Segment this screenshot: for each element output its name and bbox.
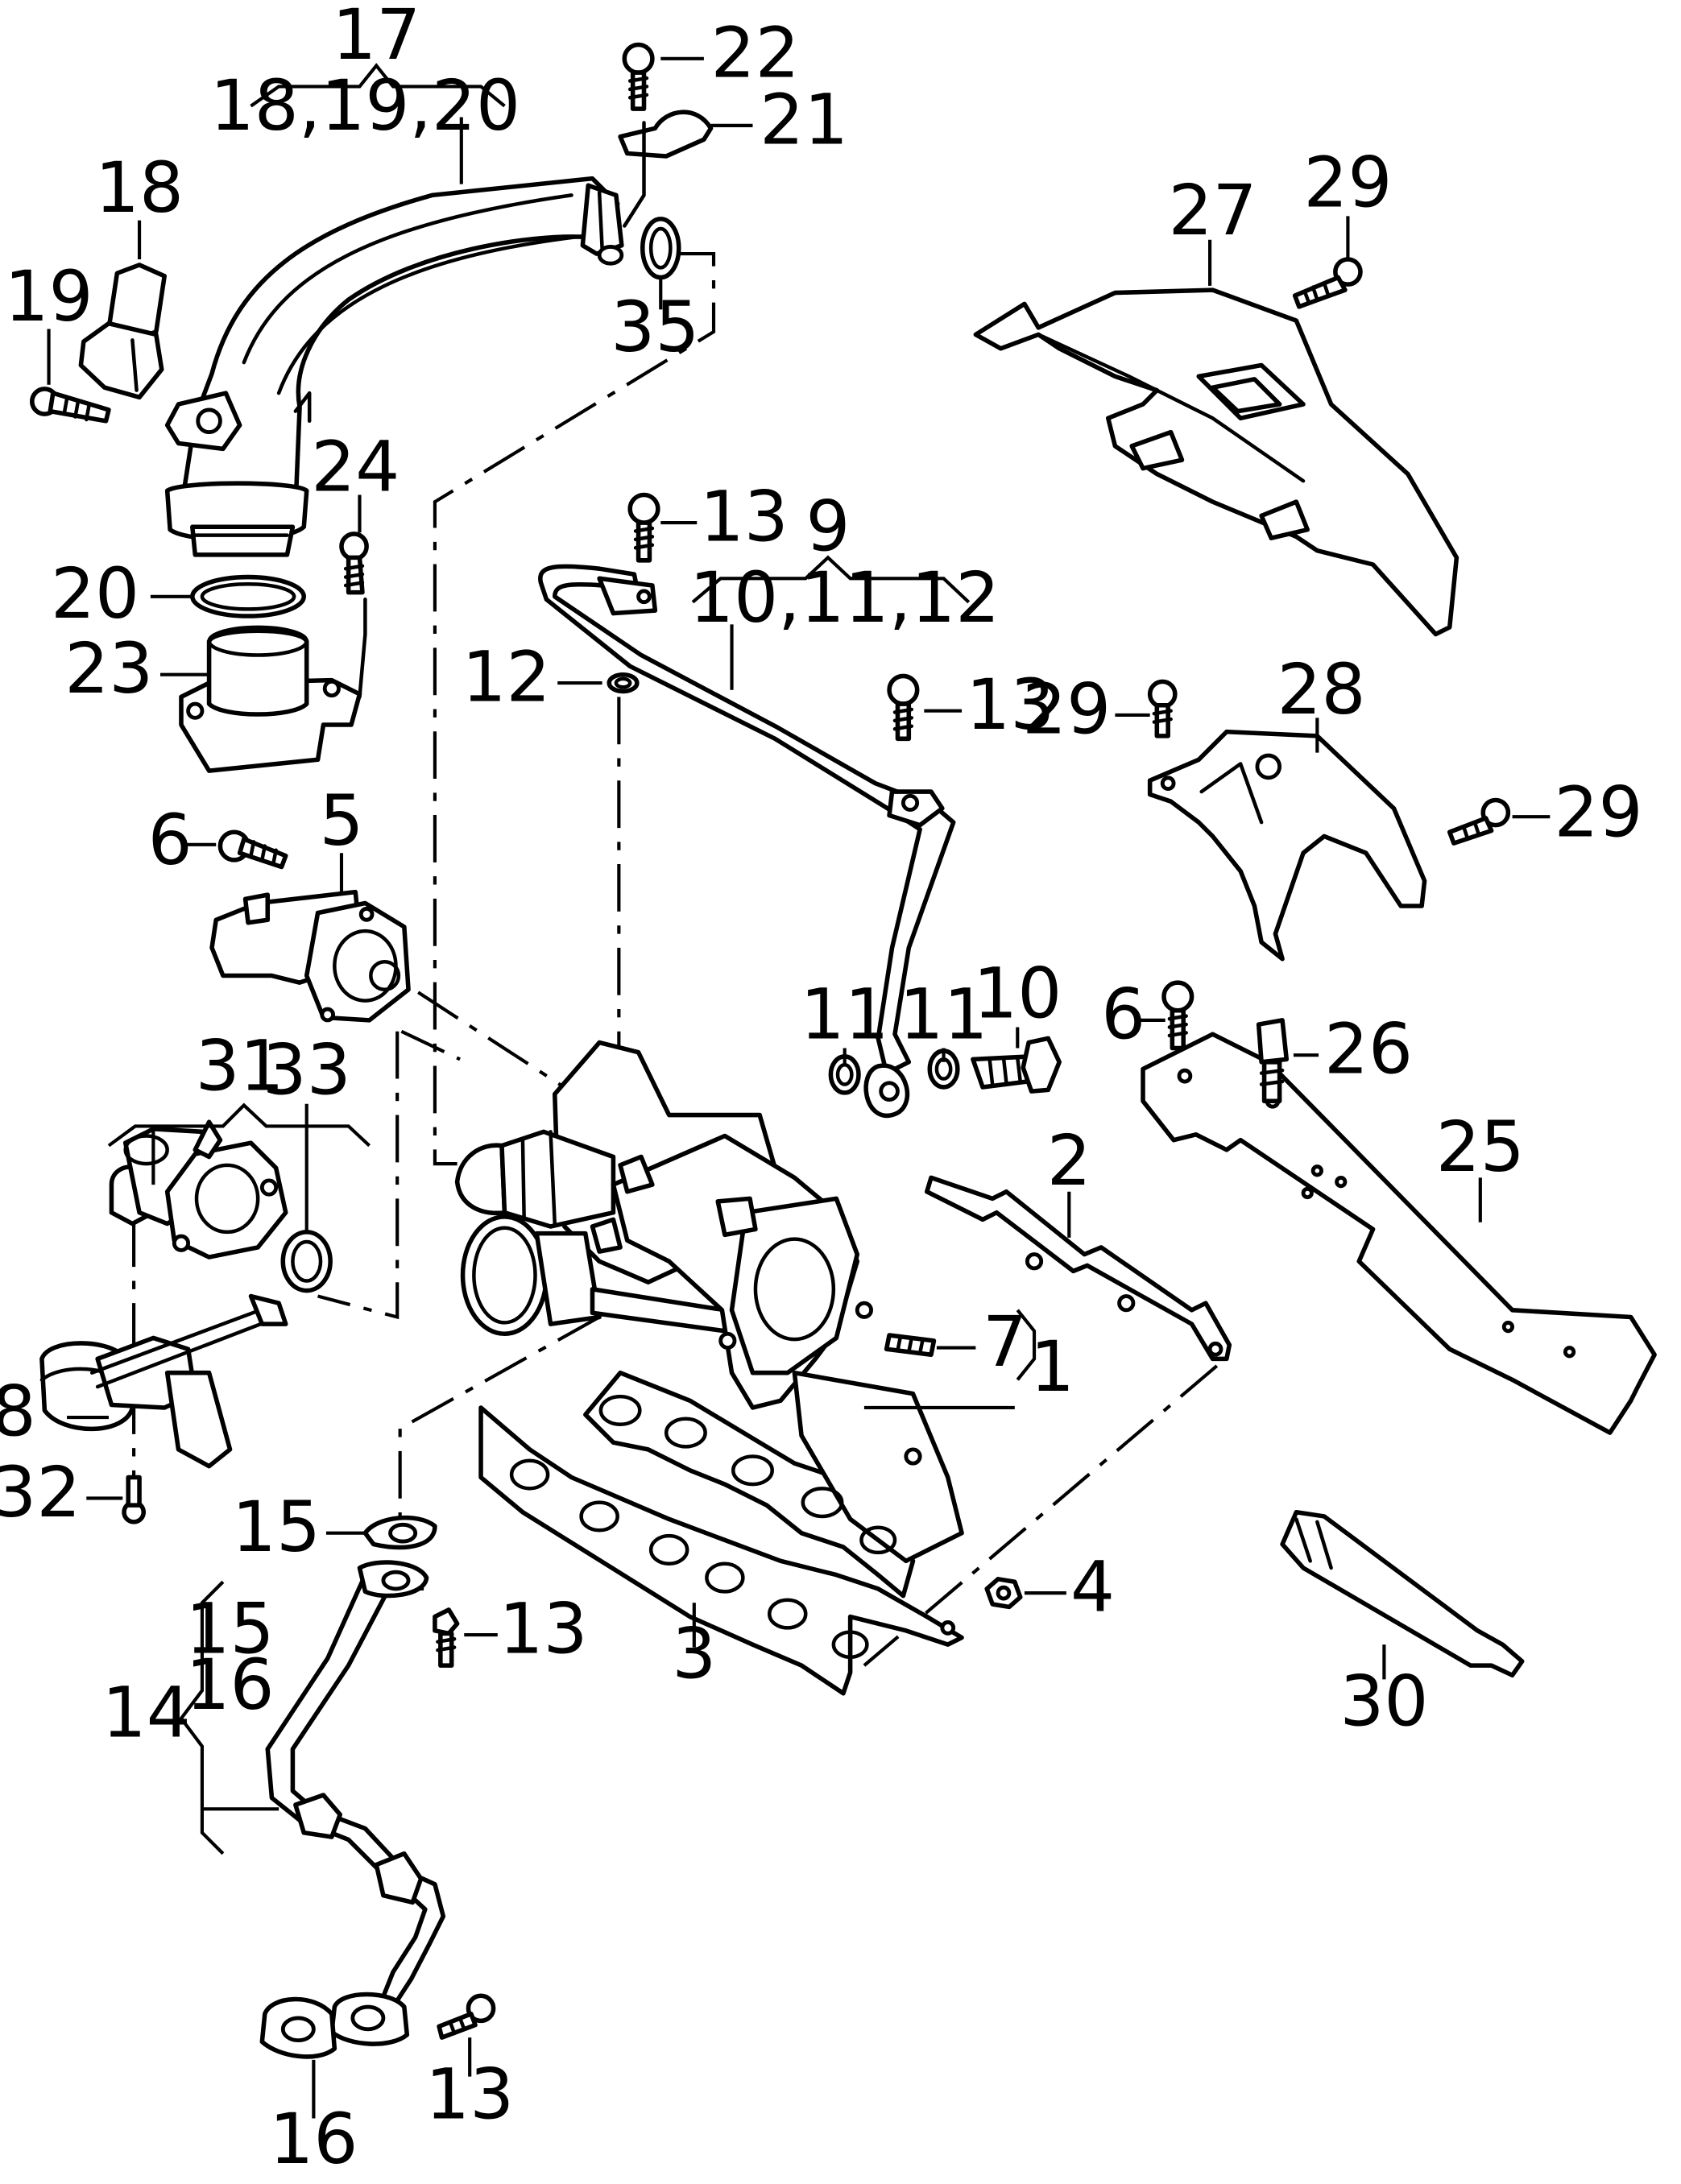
callout-26: 26 [1324, 1010, 1413, 1090]
part-35-seal [640, 217, 681, 280]
part-24-screw [339, 532, 369, 595]
part-27-heat-shield [973, 287, 1459, 637]
callout-28: 28 [1277, 650, 1365, 730]
callout-30: 30 [1339, 1662, 1428, 1743]
part-13-screw-mid [887, 673, 920, 742]
part-25-plate [1141, 1032, 1657, 1435]
callout-11a: 11 [801, 974, 889, 1055]
part-11-washer-right [927, 1049, 960, 1090]
callout-29a: 29 [1303, 143, 1392, 223]
callout-31: 31 [196, 1026, 284, 1106]
part-32-screw [122, 1475, 147, 1524]
part-29-screw-right [1447, 797, 1511, 846]
callout-27: 27 [1169, 171, 1257, 251]
part-16-gasket [259, 1996, 337, 2059]
callout-15b: 15 [185, 1590, 274, 1670]
callout-11b: 11 [900, 974, 988, 1055]
part-10-banjo-bolt [971, 1036, 1062, 1094]
callout-13c: 13 [499, 1590, 588, 1670]
part-31-housing [109, 1119, 288, 1260]
part-13-screw-top [627, 492, 660, 563]
part-26-bolt [1256, 1018, 1290, 1104]
part-6-screw-right [1161, 980, 1195, 1051]
part-23-inlet-flange [179, 598, 367, 773]
callout-16b: 16 [269, 2099, 358, 2180]
callout-32: 32 [0, 1453, 81, 1533]
callout-15a: 15 [232, 1487, 321, 1568]
part-9-bracket [691, 555, 971, 690]
callout-22: 22 [711, 13, 800, 93]
callout-13d: 13 [425, 2055, 514, 2136]
callout-12: 12 [462, 638, 550, 718]
callout-24: 24 [311, 427, 400, 507]
callout-29c: 29 [1555, 772, 1643, 853]
callout-10: 10 [973, 953, 1062, 1034]
part-29-screw-top [1292, 257, 1363, 309]
part-1-exhaust-manifold [583, 1370, 964, 1599]
part-12-seal-ring [607, 672, 640, 694]
callout-1: 1 [1030, 1327, 1074, 1408]
part-9-oil-line [538, 564, 956, 1119]
callout-25: 25 [1436, 1107, 1525, 1188]
part-14-bracket [179, 1580, 225, 1855]
part-3-manifold-gasket [478, 1405, 964, 1696]
callout-9: 9 [805, 487, 850, 568]
callout-8: 8 [0, 1372, 36, 1453]
part-13-screw-bottom [437, 1993, 496, 2040]
part-4-nut [984, 1577, 1023, 1610]
part-18-sensor [78, 263, 167, 400]
part-28-heat-shield [1147, 729, 1427, 962]
callout-14: 14 [102, 1673, 191, 1753]
callout-13a: 13 [700, 478, 789, 558]
callout-33: 33 [263, 1031, 351, 1111]
callout-35: 35 [611, 287, 699, 368]
callout-5: 5 [319, 781, 363, 862]
callout-18-19-20: 18,19,20 [210, 66, 520, 147]
part-15-gasket [362, 1515, 437, 1550]
part-14-oil-return-line [265, 1560, 446, 2046]
part-8-valve [39, 1293, 288, 1469]
part-30-sealant-tube [1280, 1509, 1525, 1677]
part-20-o-ring [190, 574, 307, 618]
callout-6b: 6 [1101, 974, 1145, 1055]
part-21-clamp [618, 110, 714, 228]
callout-23: 23 [64, 629, 153, 709]
part-33-o-ring [280, 1230, 333, 1293]
leader-lines [47, 56, 1551, 2119]
callout-29b: 29 [1022, 669, 1111, 750]
callout-21: 21 [760, 80, 848, 160]
part-2-gasket-strip [925, 1175, 1232, 1362]
callout-18: 18 [95, 148, 184, 229]
callout-labels: 17 18,19,20 22 21 18 19 35 27 29 24 13 9… [0, 0, 1643, 2180]
part-29-screw-mid [1147, 679, 1178, 738]
callout-4: 4 [1070, 1548, 1115, 1628]
part-22-screw [622, 42, 655, 111]
part-19-screw [30, 387, 111, 424]
callout-20: 20 [51, 554, 139, 635]
callout-17: 17 [332, 0, 420, 76]
part-17-intake-hose [164, 176, 624, 557]
callout-2: 2 [1047, 1121, 1091, 1202]
callout-16a: 16 [185, 1645, 274, 1726]
part-6-screw-left [217, 829, 288, 870]
callout-6a: 6 [148, 800, 193, 881]
callout-19: 19 [5, 257, 93, 337]
callout-7: 7 [983, 1302, 1027, 1383]
part-5-actuator [209, 889, 411, 1023]
callout-10-11-12: 10,11,12 [689, 558, 1000, 639]
part-13-screw-lower [433, 1607, 460, 1668]
part-7-stud [884, 1333, 937, 1357]
callout-3: 3 [672, 1615, 716, 1695]
part-17-bracket [250, 63, 506, 184]
turbocharger [454, 1040, 873, 1410]
part-31-bracket [107, 1102, 371, 1185]
callout-13b: 13 [966, 665, 1054, 746]
